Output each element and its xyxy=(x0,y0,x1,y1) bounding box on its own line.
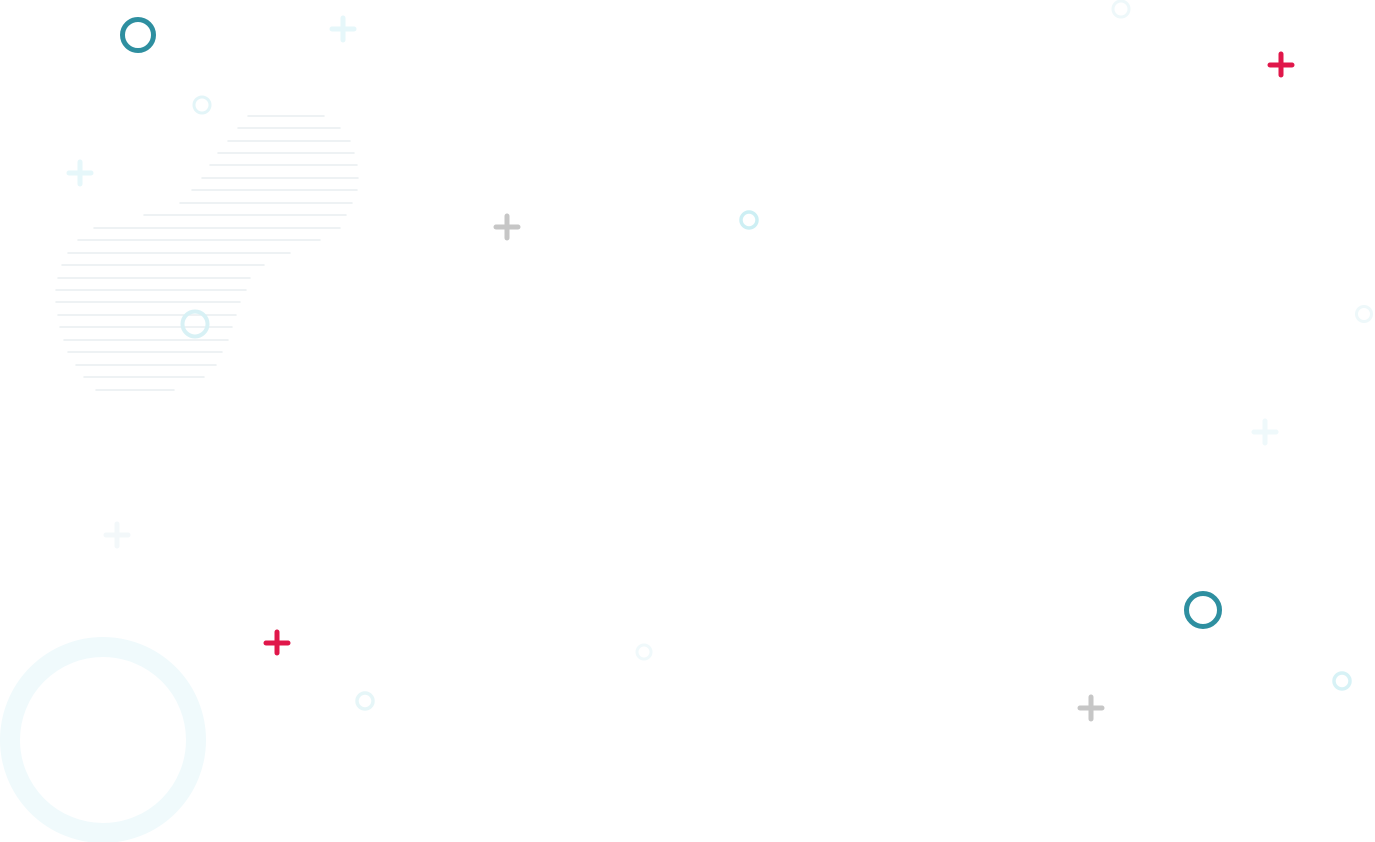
circle-icon xyxy=(120,17,156,53)
circle-icon xyxy=(635,643,653,661)
circle-icon xyxy=(739,210,759,230)
plus-icon xyxy=(1077,694,1105,722)
plus-icon xyxy=(1267,51,1295,78)
plus-icon xyxy=(493,213,521,241)
circle-icon xyxy=(180,309,210,339)
plus-icon xyxy=(1251,418,1279,446)
circle-icon xyxy=(0,637,206,842)
plus-icon xyxy=(263,629,291,656)
circle-icon xyxy=(1111,0,1131,19)
plus-icon xyxy=(66,159,94,187)
circle-icon xyxy=(355,691,375,711)
plus-icon xyxy=(329,15,357,43)
striped-shape xyxy=(55,115,359,391)
circle-icon xyxy=(1184,591,1222,629)
circle-icon xyxy=(1355,305,1373,323)
circle-icon xyxy=(192,95,212,115)
circle-icon xyxy=(1332,671,1352,691)
plus-icon xyxy=(103,521,131,549)
